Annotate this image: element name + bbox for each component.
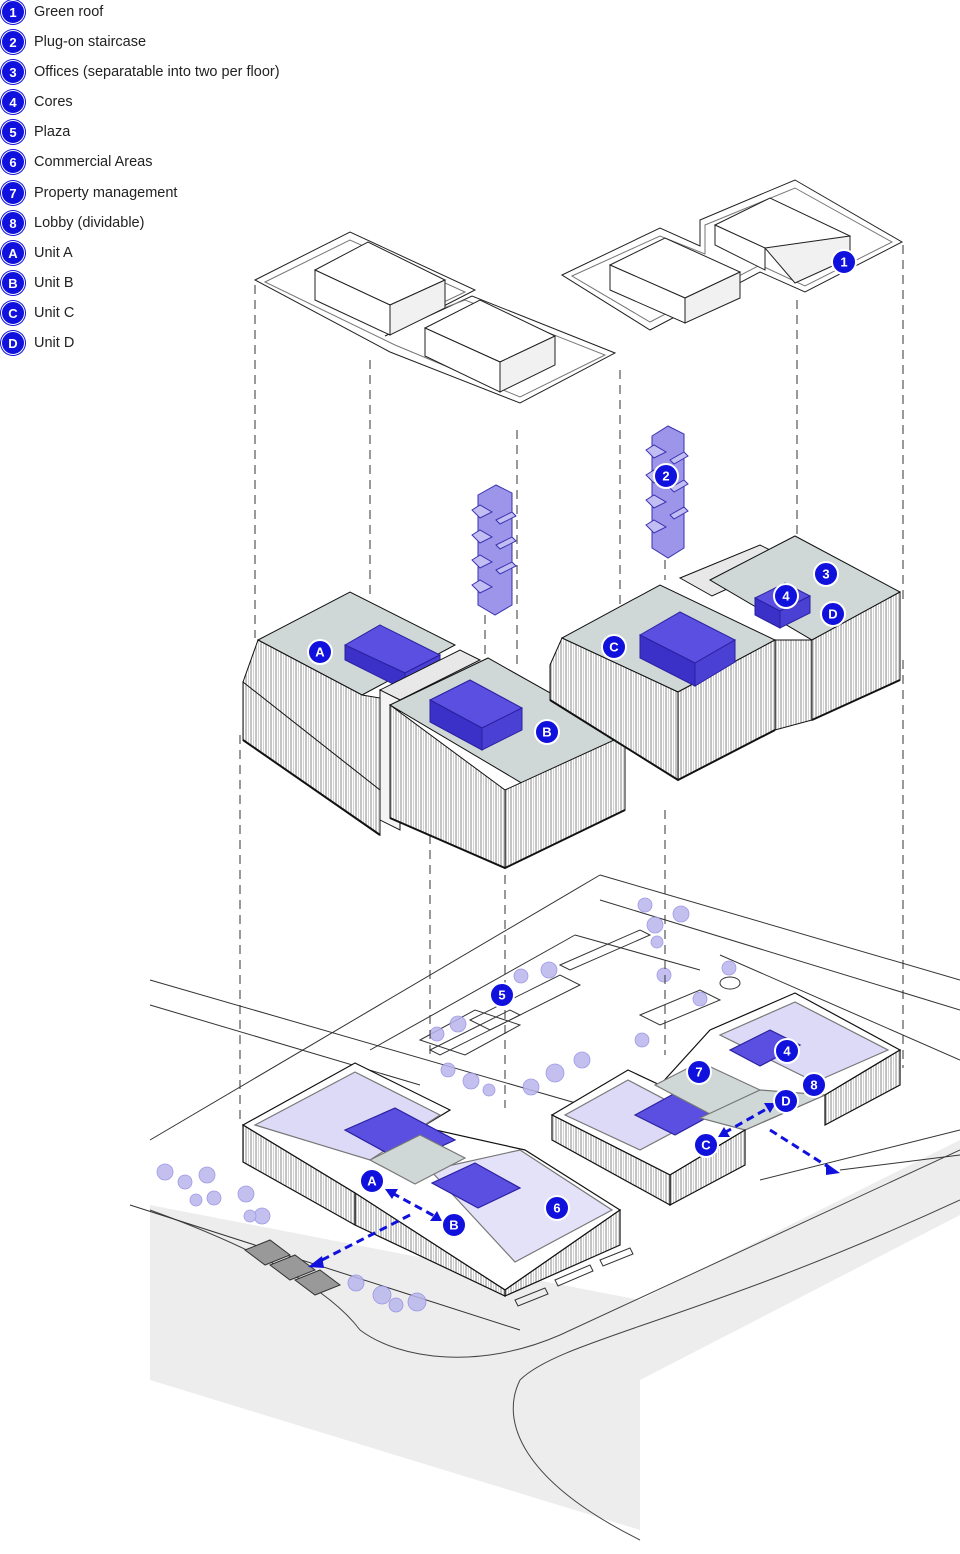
site-ground (129, 874, 960, 1541)
marker-label: 4 (782, 589, 790, 604)
legend-badge: D (1, 331, 25, 355)
legend-label: Commercial Areas (34, 154, 153, 170)
legend-item-unit-d: D Unit D (0, 331, 74, 355)
marker-label: A (367, 1174, 377, 1189)
marker-unit-b-upper: B (534, 719, 560, 745)
legend-item-lobby: 8 Lobby (dividable) (0, 211, 144, 235)
legend-badge: 2 (1, 30, 25, 54)
marker-label: 2 (662, 469, 669, 484)
upper-floors-right (549, 535, 902, 782)
marker-cores-ground: 4 (774, 1038, 800, 1064)
marker-offices: 3 (813, 561, 839, 587)
legend-item-unit-a: A Unit A (0, 241, 73, 265)
legend-badge: 7 (1, 181, 25, 205)
marker-plaza: 5 (489, 982, 515, 1008)
marker-label: B (542, 725, 551, 740)
marker-label: 4 (783, 1044, 791, 1059)
marker-label: B (449, 1218, 458, 1233)
marker-unit-d-ground: D (773, 1088, 799, 1114)
marker-unit-c-upper: C (601, 634, 627, 660)
marker-label: 5 (498, 988, 505, 1003)
marker-label: 1 (840, 255, 847, 270)
legend-label: Offices (separatable into two per floor) (34, 64, 280, 80)
marker-label: D (828, 607, 837, 622)
legend-badge: C (1, 301, 25, 325)
marker-label: 8 (810, 1078, 817, 1093)
circulation-arrows (317, 1105, 831, 1264)
marker-label: D (781, 1094, 790, 1109)
legend-label: Cores (34, 94, 73, 110)
legend-badge: 4 (1, 90, 25, 114)
legend-badge: B (1, 271, 25, 295)
marker-unit-d-upper: D (820, 601, 846, 627)
marker-unit-a-upper: A (307, 639, 333, 665)
ground-floor-right (550, 992, 902, 1207)
marker-staircase: 2 (653, 463, 679, 489)
roof-plate-right (560, 179, 904, 331)
legend-label: Unit B (34, 275, 74, 291)
marker-label: 7 (695, 1065, 702, 1080)
marker-property-management: 7 (686, 1059, 712, 1085)
ground-floor-left (241, 1062, 622, 1297)
legend-label: Unit D (34, 335, 75, 351)
legend-badge: 3 (1, 60, 25, 84)
legend-label: Plug-on staircase (34, 34, 147, 50)
legend-item-unit-b: B Unit B (0, 271, 74, 295)
marker-green-roof: 1 (831, 249, 857, 275)
legend-item-commercial-areas: 6 Commercial Areas (0, 150, 152, 174)
marker-lobby: 8 (801, 1072, 827, 1098)
legend-badge: 1 (1, 0, 25, 24)
marker-label: C (701, 1138, 711, 1153)
upper-floors-left (242, 591, 627, 870)
marker-cores-upper: 4 (773, 583, 799, 609)
legend-badge: 8 (1, 211, 25, 235)
legend-item-green-roof: 1 Green roof (0, 0, 103, 24)
legend-item-plug-on-staircase: 2 Plug-on staircase (0, 30, 146, 54)
legend-label: Property management (34, 185, 178, 201)
legend-label: Unit A (34, 245, 73, 261)
marker-label: A (315, 645, 325, 660)
legend-label: Green roof (34, 4, 104, 20)
trees (156, 897, 737, 1313)
marker-unit-b-ground: B (441, 1212, 467, 1238)
marker-unit-a-ground: A (359, 1168, 385, 1194)
legend-badge: 6 (1, 150, 25, 174)
legend-badge: A (1, 241, 25, 265)
legend-item-property-management: 7 Property management (0, 181, 177, 205)
marker-unit-c-ground: C (693, 1132, 719, 1158)
legend-item-plaza: 5 Plaza (0, 120, 70, 144)
legend-label: Plaza (34, 124, 71, 140)
marker-label: C (609, 640, 619, 655)
roof-plate-left (253, 231, 617, 404)
legend-item-offices: 3 Offices (separatable into two per floo… (0, 60, 280, 84)
legend-label: Lobby (dividable) (34, 215, 145, 231)
marker-commercial: 6 (544, 1195, 570, 1221)
staircase-tower-left (471, 484, 517, 616)
staircase-tower-right (645, 425, 689, 559)
arrow-heads (308, 1103, 840, 1268)
legend-item-cores: 4 Cores (0, 90, 73, 114)
legend-label: Unit C (34, 305, 75, 321)
legend-badge: 5 (1, 120, 25, 144)
marker-label: 6 (553, 1201, 560, 1216)
marker-label: 3 (822, 567, 829, 582)
legend-item-unit-c: C Unit C (0, 301, 74, 325)
